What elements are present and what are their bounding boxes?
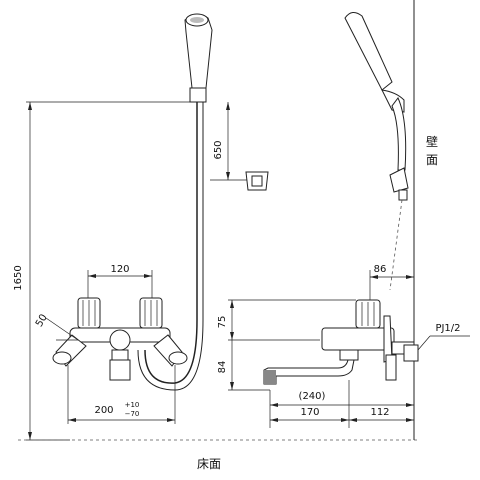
dim-200: 200 +10 −70 [67, 365, 176, 424]
dim-75-84: 75 84 [217, 299, 356, 391]
dim-84-label: 84 [217, 361, 228, 374]
hook-front [245, 171, 269, 191]
spout-side [263, 359, 355, 385]
pj-thread-callout: PJ1/2 [417, 323, 470, 351]
shower-head-side [344, 12, 409, 291]
mixer-body-side [321, 299, 419, 381]
dim-75-label: 75 [217, 316, 228, 329]
dim-650: 650 [210, 102, 248, 181]
dim-170-label: 170 [300, 407, 319, 418]
dim-1650-label: 1650 [13, 265, 24, 290]
dim-50: 50 [34, 312, 79, 341]
dim-86-label: 86 [374, 264, 387, 275]
dim-86: 86 [369, 264, 414, 300]
dim-50-label: 50 [34, 312, 50, 329]
wall-label-1: 壁 [426, 134, 438, 149]
dim-200-label: 200 [94, 405, 113, 416]
floor-label: 床面 [197, 457, 221, 471]
wall-label-2: 面 [426, 153, 438, 167]
dim-200-tol-plus: +10 [125, 401, 140, 409]
dim-650-label: 650 [213, 140, 224, 159]
dim-200-tol-minus: −70 [125, 410, 140, 418]
dim-120-label: 120 [110, 264, 129, 275]
mixer-body-front [52, 297, 188, 381]
dim-112-label: 112 [370, 407, 389, 418]
dim-240-170-112: (240) 170 112 [269, 380, 414, 428]
dim-1650: 1650 [13, 101, 200, 441]
dim-240-label: (240) [299, 391, 326, 402]
pj-label: PJ1/2 [435, 323, 460, 334]
shower-head-front [184, 13, 213, 103]
dim-120: 120 [87, 264, 153, 300]
